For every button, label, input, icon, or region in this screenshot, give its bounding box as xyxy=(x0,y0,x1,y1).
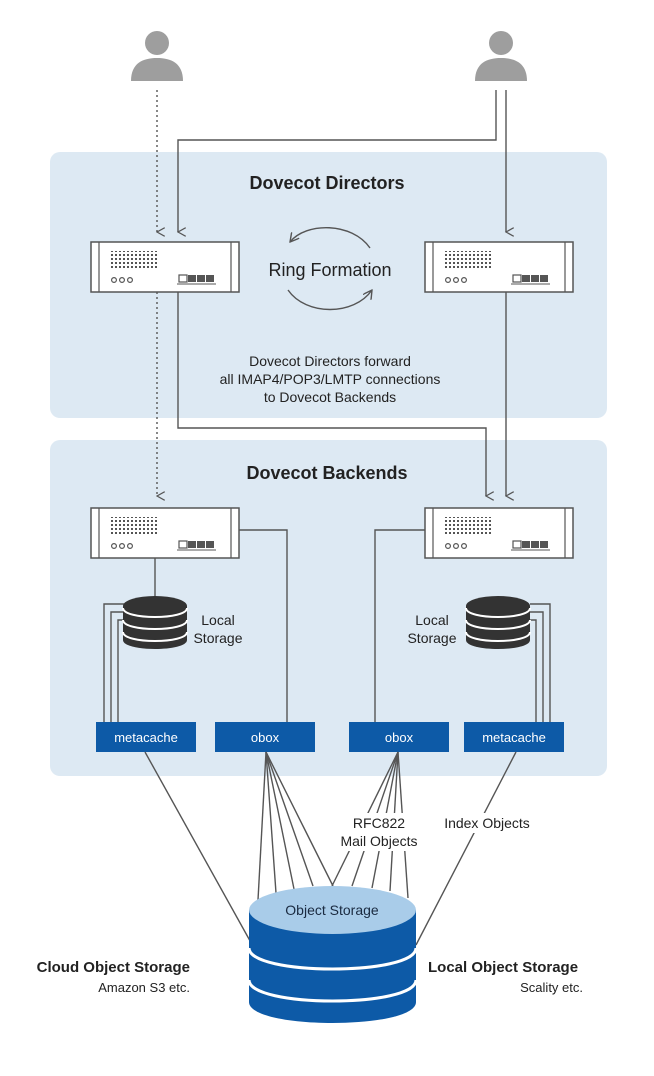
cycle-arrow-icon xyxy=(290,226,371,249)
obox-box-left xyxy=(215,722,315,752)
database-icon xyxy=(122,595,188,650)
server-icon xyxy=(424,507,574,559)
user-connection xyxy=(178,90,497,232)
index-objects-label: Index Objects xyxy=(444,815,530,831)
backends-title: Dovecot Backends xyxy=(246,463,407,483)
cloud-storage-subtitle: Amazon S3 etc. xyxy=(98,980,190,995)
directors-description-line: Dovecot Directors forward xyxy=(249,353,411,369)
ring-formation-label: Ring Formation xyxy=(268,260,391,280)
directors-description-line: all IMAP4/POP3/LMTP connections xyxy=(220,371,441,387)
cycle-arrow-icon xyxy=(287,290,372,311)
obox-box-right xyxy=(349,722,449,752)
metacache-box-right xyxy=(464,722,564,752)
local-storage-label: Storage xyxy=(193,630,242,646)
object-storage-cylinder xyxy=(247,886,418,1023)
mail-objects-label: Mail Objects xyxy=(340,833,417,849)
local-storage-label: Storage xyxy=(407,630,456,646)
server-icon xyxy=(90,507,240,559)
mail-objects-label: RFC822 xyxy=(353,815,405,831)
directors-description-line: to Dovecot Backends xyxy=(264,389,396,405)
directors-panel xyxy=(50,152,607,418)
metacache-box-left xyxy=(96,722,196,752)
person-icon xyxy=(475,31,527,81)
person-icon xyxy=(131,31,183,81)
obox-label: obox xyxy=(385,730,414,745)
director-connection xyxy=(177,292,486,496)
local-storage-title: Local Object Storage xyxy=(428,959,578,976)
storage-links xyxy=(144,751,517,949)
metacache-label: metacache xyxy=(482,730,546,745)
object-storage-label: Object Storage xyxy=(285,902,379,918)
metacache-label: metacache xyxy=(114,730,178,745)
local-storage-label: Local xyxy=(201,612,234,628)
server-icon xyxy=(424,241,574,293)
obox-label: obox xyxy=(251,730,280,745)
cloud-storage-title: Cloud Object Storage xyxy=(37,959,190,976)
directors-title: Dovecot Directors xyxy=(249,173,404,193)
server-icon xyxy=(90,241,240,293)
local-storage-label: Local xyxy=(415,612,448,628)
database-icon xyxy=(465,595,531,650)
local-storage-subtitle: Scality etc. xyxy=(520,980,583,995)
